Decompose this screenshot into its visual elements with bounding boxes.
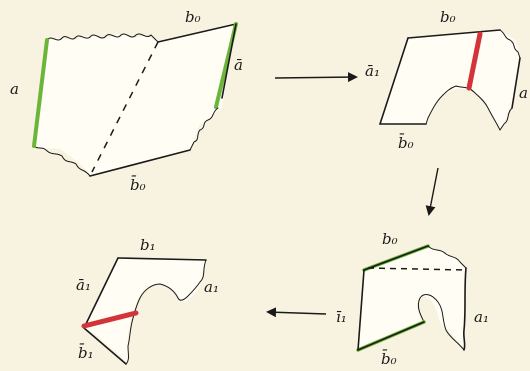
edge-a1-right xyxy=(462,267,467,351)
label-b0: b₀ xyxy=(185,8,201,26)
label-a: a xyxy=(519,84,528,102)
label-b1-bar: b̄₁ xyxy=(78,344,94,362)
label-a-bar: ā xyxy=(234,56,243,74)
edge-b0-bar xyxy=(89,149,191,177)
label-a1: a₁ xyxy=(474,308,489,326)
label-b0-bar: b̄₀ xyxy=(381,350,397,368)
edge-a1-bar-left xyxy=(83,257,119,329)
label-a1-bar: ā₁ xyxy=(76,276,91,294)
edge-red xyxy=(466,31,483,91)
label-a: a xyxy=(10,80,19,98)
torn-edge-top-right xyxy=(427,245,467,269)
label-a1-bar: ā₁ xyxy=(365,62,380,80)
edge-a-green xyxy=(32,38,49,148)
torn-edge-corner xyxy=(499,29,521,59)
edge-a-right xyxy=(511,57,521,109)
torn-edge-top xyxy=(46,33,159,43)
label-b0: b₀ xyxy=(382,230,398,248)
label-b0-bar: b̄₀ xyxy=(398,134,414,152)
arrow-right xyxy=(274,72,358,83)
stage-bottom-left: b₁ ā₁ a₁ b̄₁ xyxy=(76,236,219,365)
label-b1: b₁ xyxy=(140,236,156,254)
label-i1-bar: ī₁ xyxy=(336,308,347,326)
torn-hole xyxy=(425,85,501,131)
torn-edge-right xyxy=(189,107,219,151)
torn-edge-bottom xyxy=(33,145,91,177)
torn-hole xyxy=(417,294,465,351)
torn-edge-right xyxy=(177,259,207,301)
arrow-down xyxy=(425,167,439,216)
torn-hole xyxy=(125,283,179,365)
edge-left xyxy=(357,269,365,351)
edge-red xyxy=(81,310,139,329)
edge-a1-bar-left xyxy=(379,37,409,125)
stage-top-right: b₀ ā₁ b̄₀ a xyxy=(365,8,528,152)
edge-b0 xyxy=(157,23,237,43)
stage-bottom-right: b₀ ī₁ b̄₀ a₁ xyxy=(336,230,489,368)
cut-line-dashed xyxy=(91,41,159,173)
edge-b1-top xyxy=(117,257,207,261)
label-b0-bar: b̄₀ xyxy=(130,176,146,194)
stage-top-left: a b₀ ā b̄₀ xyxy=(10,8,243,194)
edge-b0-top xyxy=(407,29,501,39)
arrow-left xyxy=(266,307,327,318)
label-a1: a₁ xyxy=(204,278,219,296)
edge-b1-bar-left xyxy=(83,327,127,365)
cut-line-dashed xyxy=(367,267,467,271)
label-b0: b₀ xyxy=(440,8,456,26)
torn-edge-lower-right xyxy=(499,107,513,131)
